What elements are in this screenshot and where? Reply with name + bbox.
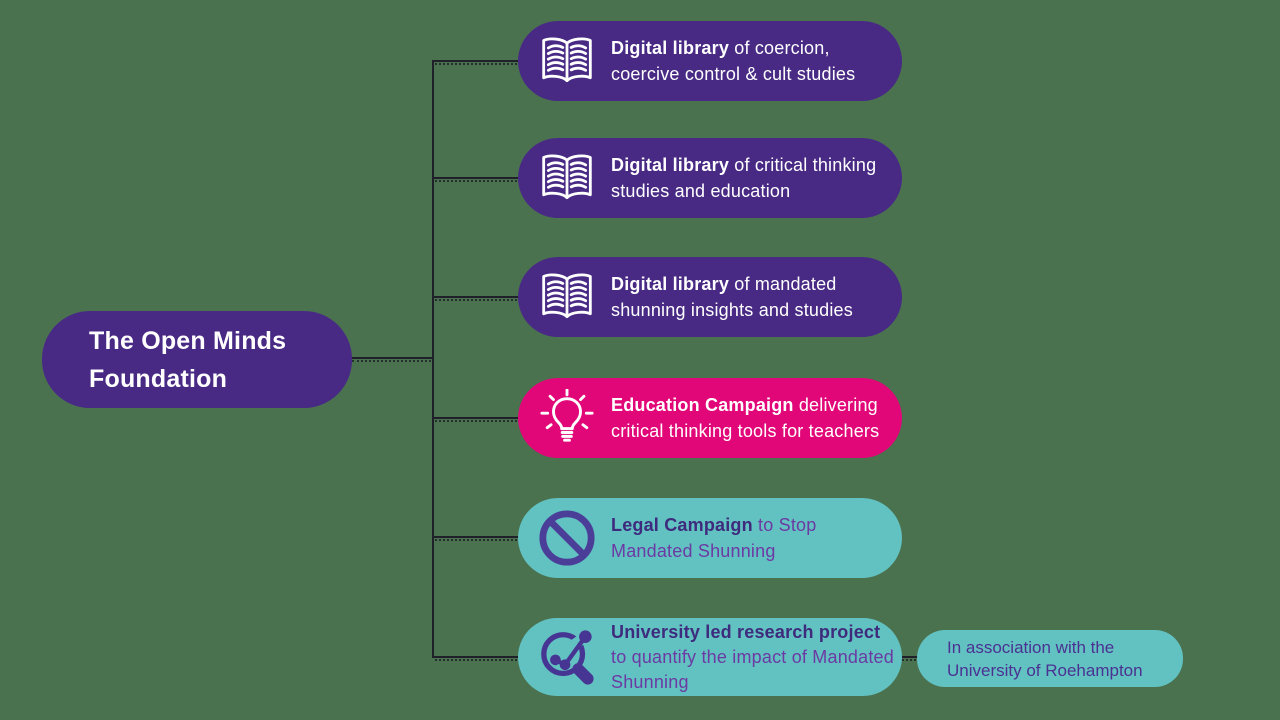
research-magnifier-icon bbox=[538, 628, 596, 686]
open-book-icon bbox=[538, 32, 596, 90]
branch-label: Digital library of critical thinking stu… bbox=[611, 152, 899, 204]
branch-label-rest: of mandated shunning insights and studie… bbox=[611, 274, 853, 320]
branch-node-legal-campaign: Legal Campaign to Stop Mandated Shunning bbox=[518, 498, 902, 578]
root-node-open-minds-foundation: The Open Minds Foundation bbox=[42, 311, 352, 408]
branch-node-digital-library-mandated-shunning: Digital library of mandated shunning ins… bbox=[518, 257, 902, 337]
open-book-icon bbox=[538, 268, 596, 326]
root-node-label: The Open Minds Foundation bbox=[89, 326, 287, 393]
open-book-icon bbox=[538, 149, 596, 207]
sub-node-university-of-roehampton: In association with the University of Ro… bbox=[917, 630, 1183, 687]
branch-label-rest: of critical thinking studies and educati… bbox=[611, 155, 877, 201]
branch-label-rest: to quantify the impact of Mandated Shunn… bbox=[611, 646, 894, 692]
branch-label: Digital library of mandated shunning ins… bbox=[611, 271, 899, 323]
branch-label: Education Campaign delivering critical t… bbox=[611, 392, 899, 444]
branch-node-university-research-project: University led research project to quant… bbox=[518, 618, 902, 696]
branch-label-rest: delivering critical thinking tools for t… bbox=[611, 395, 880, 441]
branch-label: Legal Campaign to Stop Mandated Shunning bbox=[611, 512, 899, 564]
branch-node-digital-library-critical-thinking: Digital library of critical thinking stu… bbox=[518, 138, 902, 218]
branch-label-rest: of coercion, coercive control & cult stu… bbox=[611, 38, 856, 84]
connector-branch-4 bbox=[433, 417, 519, 422]
branch-node-digital-library-coercion: Digital library of coercion, coercive co… bbox=[518, 21, 902, 101]
connector-branch-2 bbox=[433, 177, 519, 182]
branch-label-rest: to Stop Mandated Shunning bbox=[611, 515, 817, 561]
connector-branch-6 bbox=[433, 656, 519, 661]
connector-sub-branch bbox=[900, 656, 918, 661]
branch-node-education-campaign: Education Campaign delivering critical t… bbox=[518, 378, 902, 458]
branch-label-bold: Digital library bbox=[611, 155, 730, 175]
connector-trunk bbox=[432, 60, 434, 658]
connector-branch-5 bbox=[433, 536, 519, 541]
branch-label-bold: University led research project bbox=[611, 621, 881, 642]
branch-label-bold: Digital library bbox=[611, 38, 730, 58]
branch-label: University led research project to quant… bbox=[611, 620, 899, 695]
sub-node-label: In association with the University of Ro… bbox=[947, 637, 1143, 680]
branch-label-bold: Education Campaign bbox=[611, 395, 794, 415]
connector-root bbox=[350, 357, 433, 362]
branch-label-bold: Legal Campaign bbox=[611, 515, 753, 535]
prohibition-icon bbox=[538, 509, 596, 567]
lightbulb-icon bbox=[538, 389, 596, 447]
branch-label-bold: Digital library bbox=[611, 274, 730, 294]
connector-branch-3 bbox=[433, 296, 519, 301]
branch-label: Digital library of coercion, coercive co… bbox=[611, 35, 899, 87]
connector-branch-1 bbox=[433, 60, 519, 65]
